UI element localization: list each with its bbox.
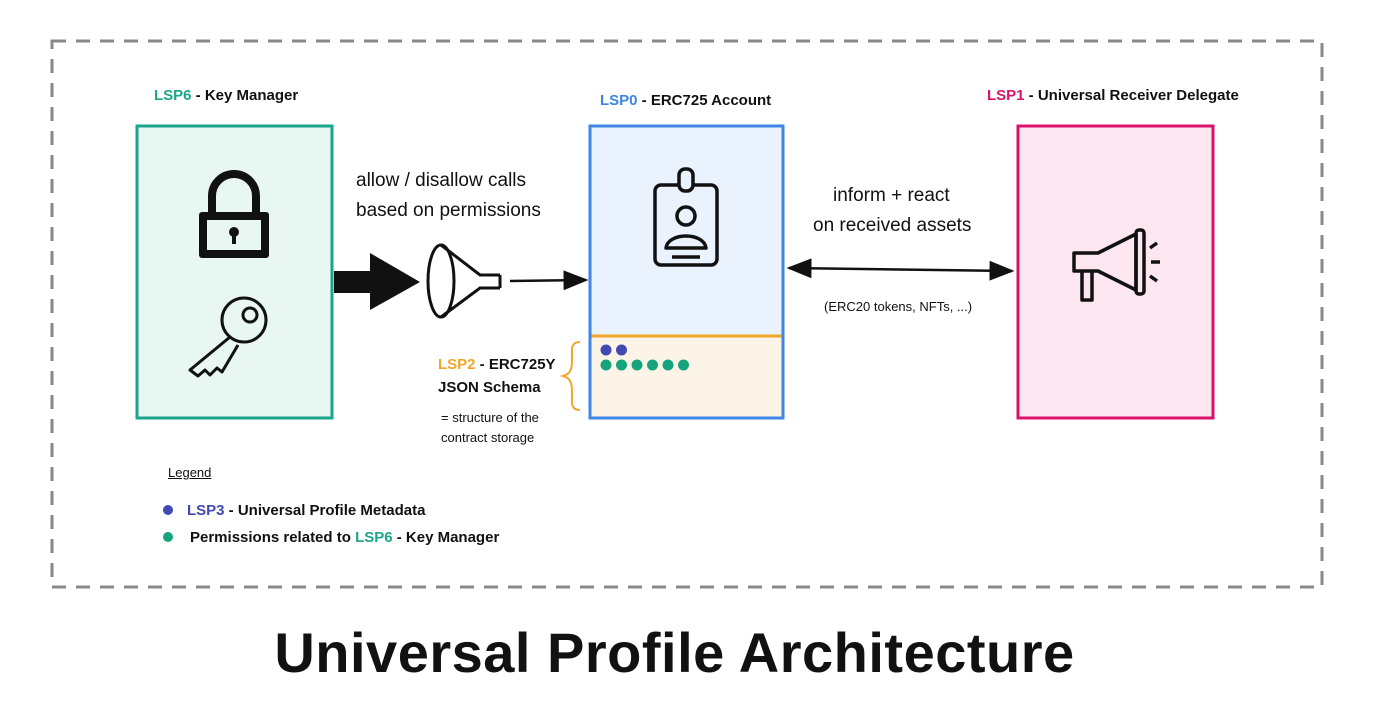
legend-title: Legend: [168, 465, 212, 480]
legend-permission-dot: [163, 532, 173, 542]
receiver-note: (ERC20 tokens, NFTs, ...): [824, 299, 973, 314]
permission-dot: [616, 359, 627, 371]
account-receiver-double-arrow: [786, 258, 1015, 281]
lsp6-label: LSP6 - Key Manager: [154, 87, 298, 104]
filter-text-line2: based on permissions: [356, 200, 541, 221]
permission-dot: [662, 359, 674, 371]
filter-text-line1: allow / disallow calls: [356, 170, 527, 191]
lsp6-name: - Key Manager: [191, 87, 299, 104]
funnel-icon: [426, 243, 502, 319]
lsp2-note-line1: = structure of the: [441, 410, 539, 425]
legend-item-permissions: Permissions related to LSP6 - Key Manage…: [190, 529, 499, 546]
lsp2-brace: [559, 341, 581, 411]
lsp1-name: - Universal Receiver Delegate: [1024, 87, 1239, 104]
key-icon: [188, 296, 268, 378]
permission-dot: [647, 359, 658, 371]
page-title: Universal Profile Architecture: [274, 621, 1075, 684]
lsp1-code: LSP1: [987, 87, 1025, 104]
legend-item2-code: LSP6: [355, 529, 393, 546]
legend-item1-text: - Universal Profile Metadata: [224, 502, 426, 519]
lsp2-line2: JSON Schema: [438, 379, 541, 396]
receiver-text-line2: on received assets: [813, 215, 972, 236]
metadata-dots: [600, 344, 627, 356]
lsp1-box: [1016, 124, 1215, 420]
legend-metadata-dot: [163, 505, 173, 515]
lock-icon: [199, 170, 269, 258]
metadata-dot: [600, 344, 612, 356]
lsp2-note-line2: contract storage: [441, 430, 535, 445]
lsp0-box: [588, 124, 785, 420]
receiver-text-line1: inform + react: [833, 185, 950, 206]
lsp6-box: [135, 124, 334, 420]
legend-item2-pre: Permissions related to: [190, 529, 356, 546]
lsp0-account-area: [590, 126, 783, 336]
permission-dot: [600, 359, 612, 371]
lsp0-code: LSP0: [600, 92, 638, 109]
permission-dot: [631, 359, 643, 371]
permission-dots: [600, 359, 689, 371]
lsp0-label: LSP0 - ERC725 Account: [600, 92, 771, 109]
lsp2-code: LSP2: [438, 356, 476, 373]
thick-arrow: [334, 253, 420, 310]
filter-to-account-arrow: [509, 270, 589, 291]
lsp1-label: LSP1 - Universal Receiver Delegate: [987, 87, 1239, 104]
lsp2-label: LSP2 - ERC725Y: [438, 356, 556, 373]
lsp0-name: - ERC725 Account: [637, 92, 772, 109]
lsp6-code: LSP6: [154, 87, 192, 104]
megaphone-icon: [1072, 228, 1160, 302]
metadata-dot: [616, 344, 627, 356]
id-badge-icon: [653, 167, 719, 267]
legend-item-metadata: LSP3 - Universal Profile Metadata: [187, 502, 425, 519]
lsp2-name: - ERC725Y: [475, 356, 556, 373]
outer-dashed-frame: [50, 39, 1324, 589]
legend-item1-code: LSP3: [187, 502, 225, 519]
legend-item2-text: - Key Manager: [392, 529, 500, 546]
permission-dot: [678, 359, 689, 371]
